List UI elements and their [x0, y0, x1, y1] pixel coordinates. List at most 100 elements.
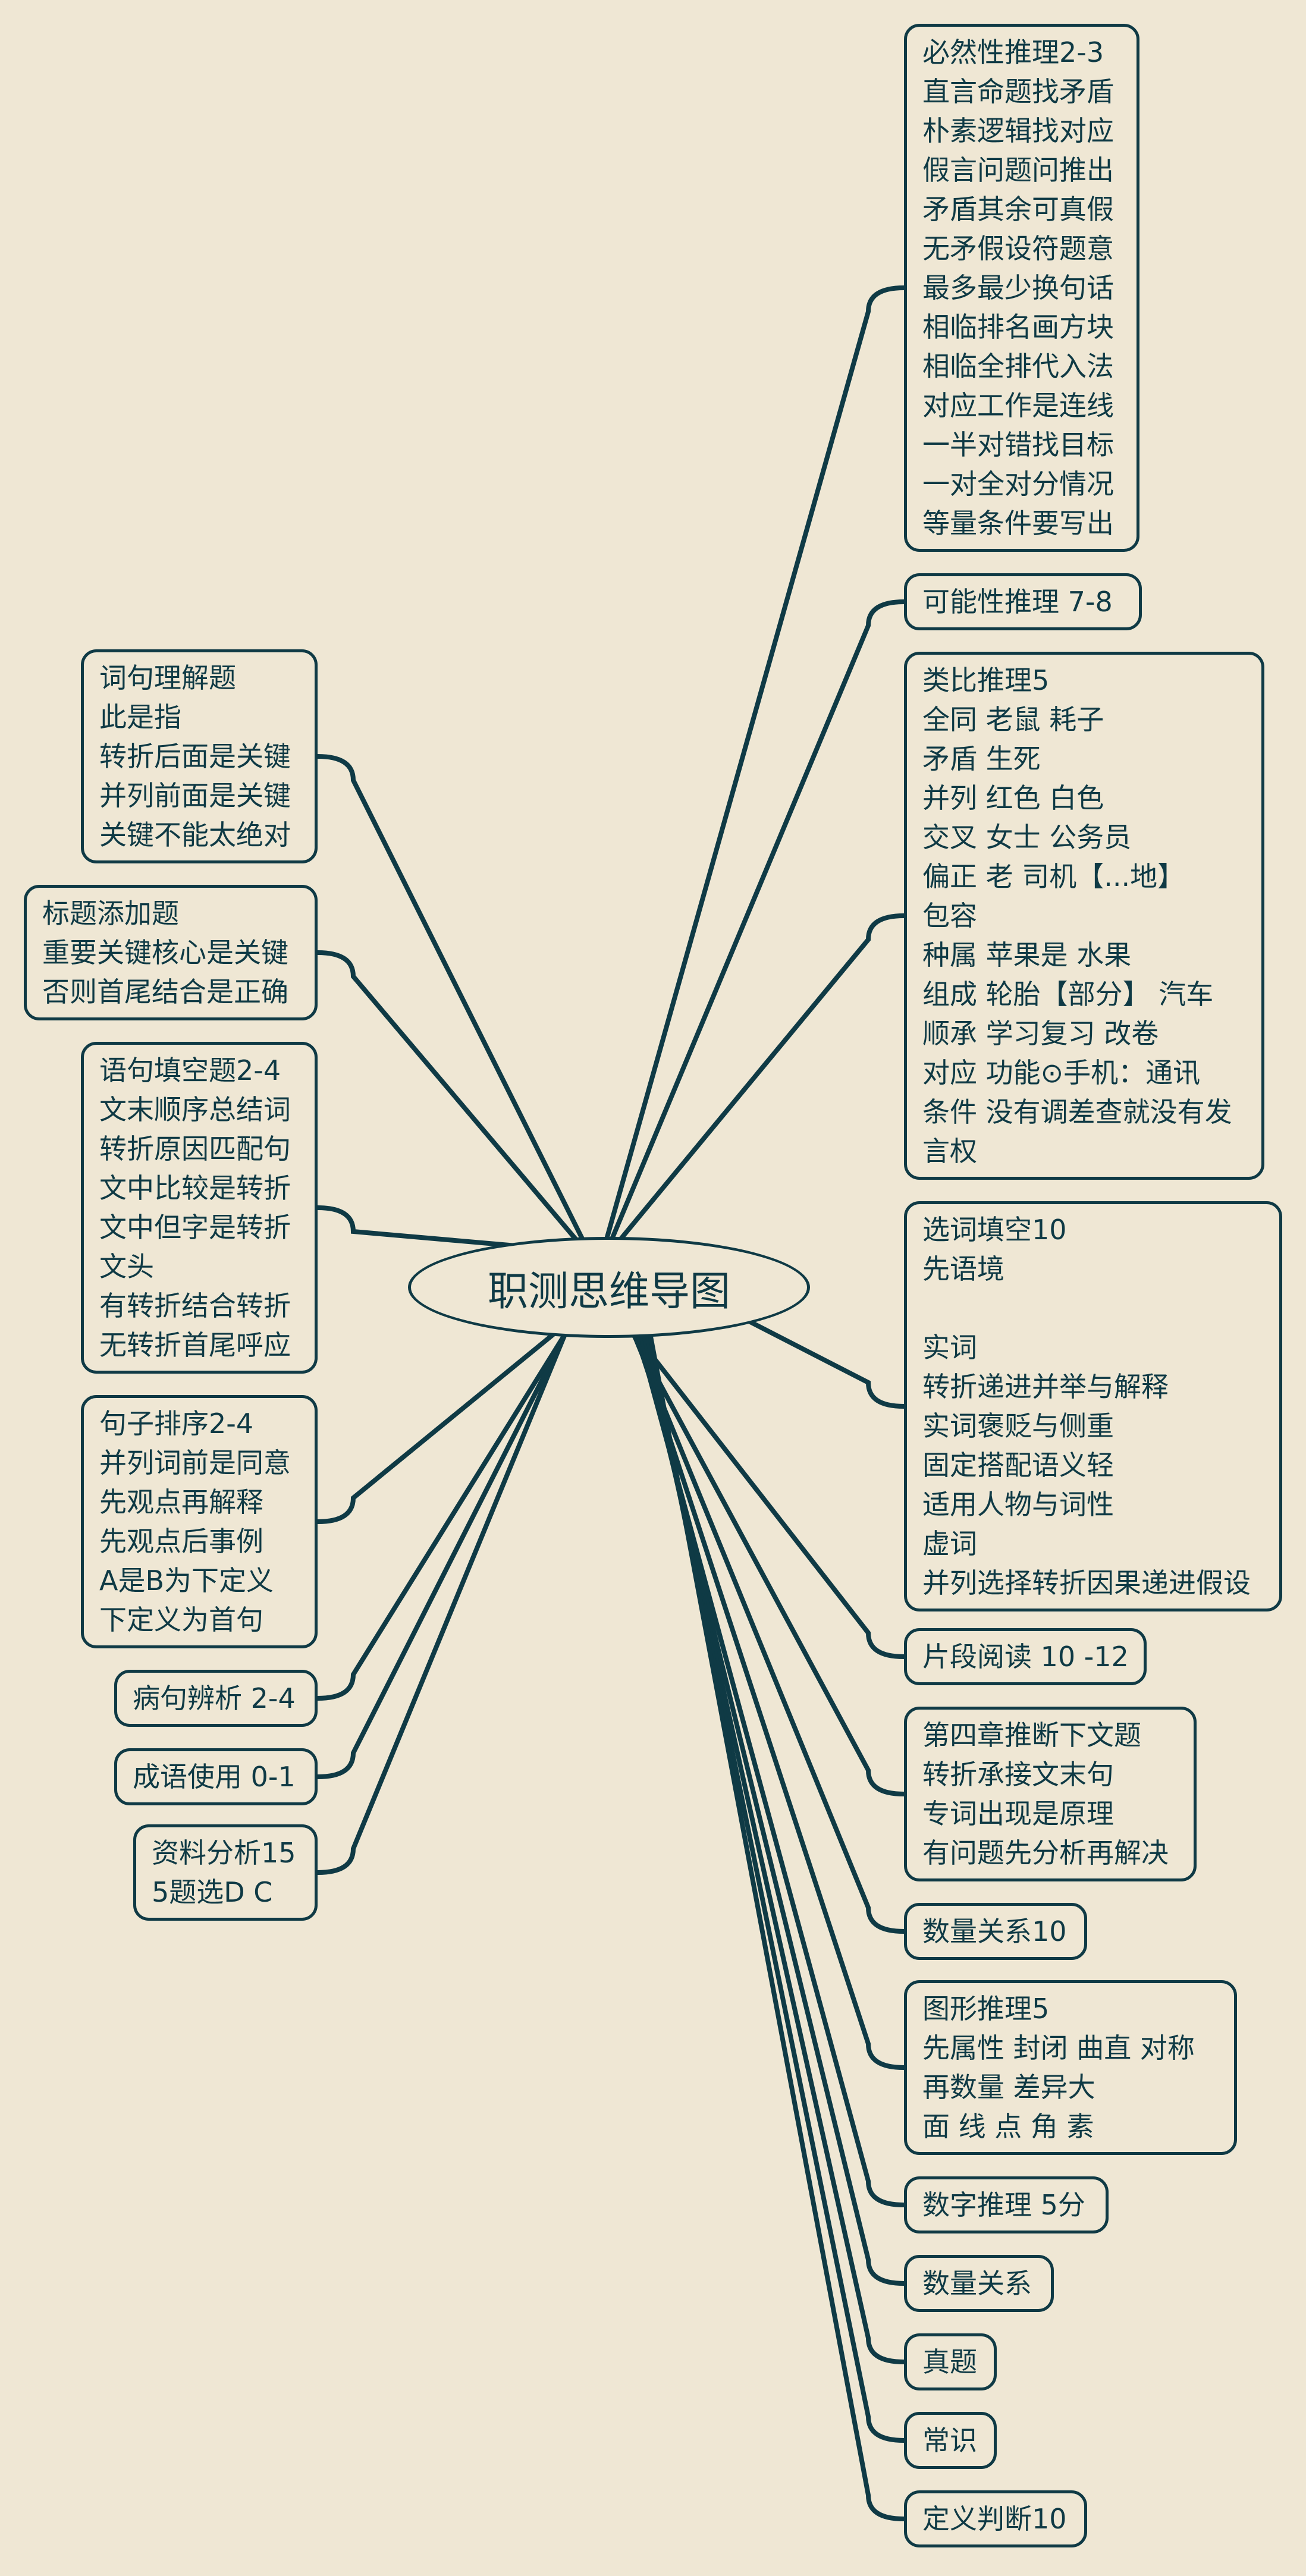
topic-line: 语句填空题2-4: [99, 1054, 281, 1086]
topic-line: 组成 轮胎【部分】 汽车: [922, 978, 1214, 1010]
right-connector: [608, 913, 906, 1254]
topic-line: 虚词: [922, 1528, 977, 1560]
topic-line: 适用人物与词性: [922, 1488, 1114, 1521]
topic-line: 矛盾其余可真假: [922, 193, 1114, 225]
left-connector: [315, 1309, 584, 1524]
right-topic-4[interactable]: 片段阅读 10 -12: [904, 1628, 1147, 1685]
right-topic-11[interactable]: 常识: [904, 2412, 997, 2469]
topic-line: 实词褒贬与侧重: [922, 1410, 1114, 1442]
topic-line: 对应工作是连线: [922, 389, 1114, 422]
topic-line: 再数量 差异大: [922, 2071, 1095, 2103]
topic-line: 转折递进并举与解释: [922, 1371, 1169, 1403]
topic-line: 有转折结合转折: [99, 1290, 291, 1322]
right-connector: [611, 1249, 906, 1409]
topic-line: 顺承 学习复习 改卷: [922, 1017, 1159, 1050]
topic-line: 资料分析15: [152, 1837, 296, 1869]
topic-line: 种属 苹果是 水果: [922, 939, 1132, 971]
topic-line: 最多最少换句话: [922, 272, 1114, 304]
topic-line: 转折原因匹配句: [99, 1133, 291, 1165]
right-topic-7[interactable]: 图形推理5 先属性 封闭 曲直 对称再数量 差异大面 线 点 角 素: [904, 1980, 1237, 2155]
topic-line: 并列选择转折因果递进假设: [922, 1567, 1251, 1599]
right-connector: [636, 1309, 906, 2364]
topic-line: 并列 红色 白色: [922, 782, 1104, 814]
topic-line: 并列词前是同意: [99, 1447, 291, 1479]
topic-line: 第四章推断下文题: [922, 1719, 1141, 1751]
right-topic-5[interactable]: 第四章推断下文题转折承接文末句专词出现是原理有问题先分析再解决: [904, 1707, 1197, 1881]
right-connector: [626, 1309, 906, 2070]
topic-line: 条件 没有调差查就没有发: [922, 1096, 1232, 1128]
topic-line: 文末顺序总结词: [99, 1094, 291, 1126]
topic-line: 假言问题问推出: [922, 154, 1114, 186]
right-topic-10[interactable]: 真题: [904, 2333, 997, 2390]
left-connector: [315, 754, 591, 1254]
topic-line: 成语使用 0-1: [133, 1761, 296, 1793]
right-connector: [643, 1309, 906, 2521]
topic-line: 转折后面是关键: [99, 740, 291, 772]
left-connector: [315, 1205, 586, 1254]
right-topic-2[interactable]: 类比推理5 全同 老鼠 耗子矛盾 生死并列 红色 白色交叉 女士 公务员偏正 老 …: [904, 652, 1264, 1180]
central-topic-label: 职测思维导图: [487, 1268, 730, 1315]
topic-line: 数量关系10: [922, 1915, 1067, 1947]
topic-line: 实词: [922, 1331, 977, 1364]
topic-line: 对应 功能⊙手机：通讯: [922, 1057, 1201, 1089]
topic-line: 图形推理5: [922, 1993, 1050, 2025]
topic-line: 全同 老鼠 耗子: [922, 703, 1104, 736]
topic-line: 言权: [922, 1135, 977, 1167]
left-topic-0[interactable]: 词句理解题此是指转折后面是关键并列前面是关键关键不能太绝对: [81, 649, 318, 863]
central-topic[interactable]: 职测思维导图: [408, 1237, 810, 1338]
topic-line: 固定搭配语义轻: [922, 1449, 1114, 1481]
right-topic-12[interactable]: 定义判断10: [904, 2490, 1087, 2547]
left-connector: [315, 950, 589, 1254]
left-topic-1[interactable]: 标题添加题重要关键核心是关键否则首尾结合是正确: [24, 885, 318, 1020]
topic-line: A是B为下定义: [99, 1565, 274, 1597]
topic-line: 病句辨析 2-4: [133, 1682, 296, 1714]
topic-line: 面 线 点 角 素: [922, 2110, 1094, 2143]
right-connector: [622, 1309, 906, 1934]
topic-line: 先属性 封闭 曲直 对称: [922, 2032, 1195, 2064]
right-topic-9[interactable]: 数量关系: [904, 2255, 1054, 2312]
topic-line: 有问题先分析再解决: [922, 1837, 1169, 1869]
topic-line: 相临排名画方块: [922, 311, 1114, 343]
topic-line: 片段阅读 10 -12: [922, 1641, 1129, 1673]
topic-line: 文中但字是转折: [99, 1211, 291, 1243]
right-connector: [629, 1309, 906, 2207]
topic-line: 可能性推理 7-8: [922, 586, 1113, 618]
right-topic-8[interactable]: 数字推理 5分: [904, 2176, 1109, 2233]
topic-line: 数量关系: [922, 2267, 1032, 2299]
topic-line: 文头: [99, 1251, 154, 1283]
topic-line: 定义判断10: [922, 2503, 1067, 2535]
right-connector: [640, 1309, 906, 2443]
right-connector: [615, 1309, 906, 1659]
topic-line: 交叉 女士 公务员: [922, 821, 1132, 853]
left-topic-6[interactable]: 资料分析15 5题选D C: [133, 1824, 318, 1921]
topic-line: 等量条件要写出: [922, 507, 1114, 539]
left-topic-4[interactable]: 病句辨析 2-4: [114, 1670, 318, 1727]
topic-line: 类比推理5: [922, 664, 1050, 696]
left-topic-5[interactable]: 成语使用 0-1: [114, 1748, 318, 1805]
topic-line: 一半对错找目标: [922, 429, 1114, 461]
topic-line: 标题添加题: [42, 897, 179, 929]
topic-line: 常识: [922, 2424, 977, 2456]
topic-line: 转折承接文末句: [922, 1758, 1114, 1790]
left-connector: [315, 1309, 582, 1701]
right-topic-6[interactable]: 数量关系10: [904, 1903, 1087, 1960]
topic-line: 专词出现是原理: [922, 1798, 1114, 1830]
topic-line: 矛盾 生死: [922, 743, 1041, 775]
topic-line: 选词填空10: [922, 1214, 1067, 1246]
topic-line: 真题: [922, 2346, 977, 2378]
topic-line: 5题选D C: [152, 1876, 273, 1908]
topic-line: 必然性推理2-3: [922, 36, 1104, 68]
topic-line: 此是指: [99, 701, 181, 733]
right-connector: [619, 1309, 906, 1796]
topic-line: 偏正 老 司机【...地】: [922, 860, 1185, 893]
topic-line: 先观点再解释: [99, 1486, 263, 1518]
right-topic-1[interactable]: 可能性推理 7-8: [904, 573, 1142, 630]
topic-line: 先观点后事例: [99, 1525, 263, 1557]
topic-line: 数字推理 5分: [922, 2189, 1085, 2221]
topic-line: 无矛假设符题意: [922, 233, 1114, 265]
